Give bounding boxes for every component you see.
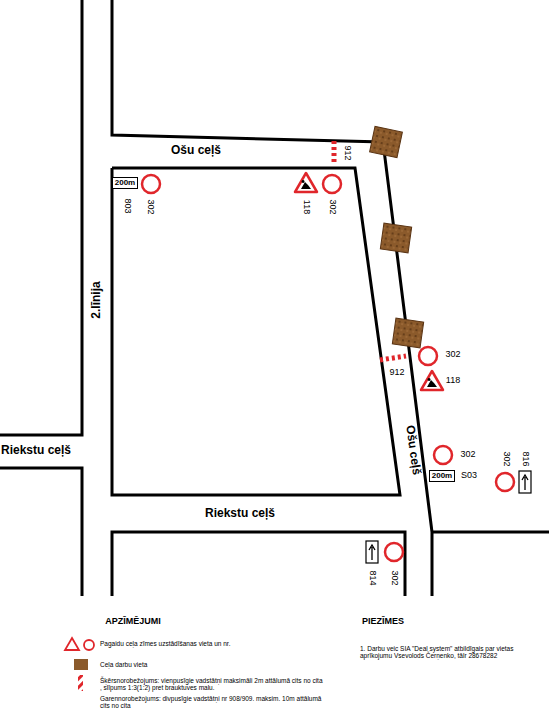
prohibition-sign — [419, 347, 437, 365]
plate-text: 200m — [115, 178, 135, 188]
plate-text: 200m — [432, 471, 452, 481]
sign-number: 803 — [122, 198, 132, 213]
road-name: Riekstu ceļš — [1, 444, 71, 457]
sign-number: 912 — [389, 368, 404, 378]
sign-number: 302 — [460, 450, 475, 460]
sign-number: 302 — [445, 350, 460, 360]
sign-number: 302 — [327, 199, 337, 214]
road-name: 2.līnija — [90, 281, 103, 318]
sign-number: 814 — [367, 570, 377, 585]
work-site — [392, 318, 423, 348]
sign-number: 118 — [446, 376, 460, 386]
barrier — [380, 356, 406, 360]
road-edge — [112, 532, 405, 596]
legend-icons — [65, 638, 94, 691]
prohibition-sign — [434, 446, 452, 464]
sign-number: 118 — [301, 200, 311, 214]
note-text: 1. Darbu veic SIA "Deal system" atbildīg… — [360, 645, 540, 659]
distance-plate: 200m — [112, 177, 138, 189]
section-heading: APZĪMĒJUMI — [105, 617, 161, 627]
section-heading: PIEZĪMES — [362, 617, 404, 627]
sign-number: 912 — [342, 145, 352, 160]
sign-number: 302 — [389, 570, 399, 585]
road-name: Riekstu ceļš — [205, 507, 275, 520]
road-edge — [112, 168, 400, 495]
prohibition-sign — [142, 175, 160, 193]
legend-text: Garennorobežojums: divpusīgie vadstātņi … — [100, 695, 325, 710]
work-site — [370, 126, 403, 157]
road-edge — [0, 0, 82, 435]
road-edge — [112, 0, 432, 596]
road-edges — [0, 0, 549, 596]
road-edge — [0, 468, 82, 596]
direction-plate — [366, 541, 378, 563]
prohibition-sign — [385, 543, 403, 561]
sign-symbols — [65, 126, 531, 691]
sign-number: 816 — [520, 451, 530, 466]
warning-sign — [295, 173, 317, 192]
legend-text: Pagaidu ceļa zīmes uzstādīšanas vieta un… — [100, 640, 325, 647]
legend-text: Ceļa darbu vieta — [100, 661, 325, 668]
road-name: Ošu ceļš — [171, 144, 221, 157]
road-edge — [432, 531, 549, 534]
sign-number: 302 — [145, 199, 155, 214]
sign-number: 302 — [501, 451, 511, 466]
direction-plate — [519, 471, 531, 493]
distance-plate: 200m — [429, 470, 455, 482]
sign-number: S03 — [461, 471, 477, 481]
legend-swatch — [74, 659, 88, 670]
barrier — [332, 141, 337, 165]
prohibition-sign — [496, 473, 514, 491]
prohibition-sign — [323, 175, 341, 193]
legend-text: Šķērsnorobežojums: vienpusīgie vadstātņi… — [100, 677, 325, 692]
warning-sign — [421, 371, 443, 390]
work-site — [380, 223, 411, 253]
